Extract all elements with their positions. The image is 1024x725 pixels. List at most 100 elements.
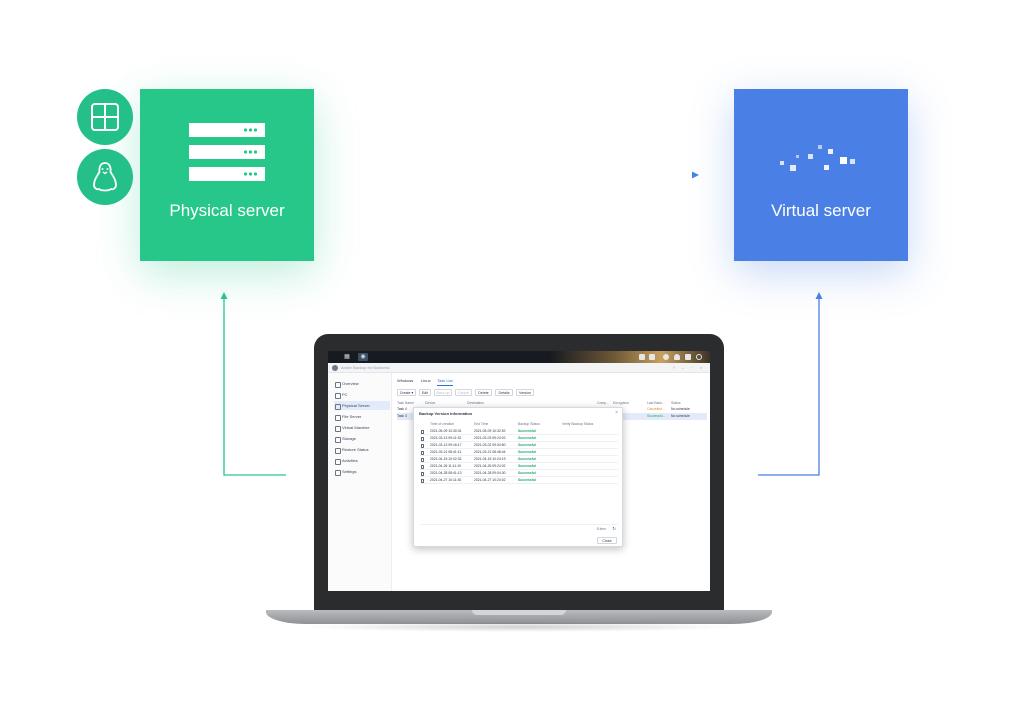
sidebar-item-pc[interactable]: PC <box>334 390 390 399</box>
status-cell: No schedule <box>671 414 690 418</box>
physical-server-label: Physical server <box>169 201 285 220</box>
last-backup-cell: Successfu... <box>647 414 666 418</box>
sidebar-item-virtual-machine[interactable]: Virtual Machine <box>334 423 390 432</box>
version-row[interactable]: 2021-04-26 11:11:10 2021-04-26 09:24:02 … <box>420 463 618 470</box>
version-row[interactable]: 2021-04-27 10:11:30 2021-04-27 10:24:02 … <box>420 477 618 484</box>
search-icon[interactable] <box>696 354 702 360</box>
user-icon[interactable] <box>674 354 680 360</box>
linux-icon <box>93 162 117 192</box>
window-controls[interactable]: ? – ▫ × <box>672 365 705 370</box>
doc-icon[interactable] <box>649 354 655 360</box>
start-time: 2021-03-13 09:16:17 <box>430 443 462 447</box>
laptop-base <box>266 610 772 624</box>
server-icon <box>189 123 265 189</box>
start-time: 2021-03-13 09:11:32 <box>430 436 462 440</box>
sidebar-item-file-server[interactable]: File Server <box>334 412 390 421</box>
sidebar-item-overview[interactable]: Overview <box>334 379 390 388</box>
edit-button[interactable]: Edit <box>419 389 431 396</box>
start-time: 2021-03-21 08:41:11 <box>430 450 462 454</box>
version-button[interactable]: Version <box>516 389 534 396</box>
start-time: 2021-04-28 08:41:13 <box>430 471 462 475</box>
details-button[interactable]: Details <box>495 389 513 396</box>
col-destination[interactable]: Destination <box>467 401 484 405</box>
backup-version-dialog: Backup Version Information × Time of cre… <box>413 407 623 547</box>
version-row[interactable]: 2021-03-13 09:16:17 2021-03-02 09:34:50 … <box>420 442 618 449</box>
main-menu-icon[interactable]: ▦ <box>344 354 350 360</box>
laptop-screen: ▦ ◉ Active Backup for Business ? – ▫ × O… <box>328 351 710 591</box>
version-icon <box>421 478 424 483</box>
end-time: 2021-04-15 10:24:19 <box>474 457 506 461</box>
col-end-time[interactable]: End Time <box>474 422 489 426</box>
backup-status: Successful <box>518 457 536 461</box>
sidebar-item-activities[interactable]: Activities <box>334 456 390 465</box>
col-device[interactable]: Device <box>425 401 436 405</box>
sidebar-item-storage[interactable]: Storage <box>334 434 390 443</box>
sidebar-item-restore-status[interactable]: Restore Status <box>334 445 390 454</box>
end-time: 2021-04-27 10:24:02 <box>474 478 506 482</box>
table-row[interactable]: Task 4 Cancelled ... No schedule <box>397 406 707 413</box>
tab-windows[interactable]: Windows <box>397 378 414 383</box>
dialog-title: Backup Version Information <box>419 411 473 416</box>
app-icon[interactable]: ◉ <box>358 353 368 361</box>
col-task-name[interactable]: Task Name <box>397 401 414 405</box>
col-backup-status[interactable]: Backup Status <box>518 422 540 426</box>
app-window-titlebar: Active Backup for Business ? – ▫ × <box>328 363 710 373</box>
close-icon[interactable]: × <box>615 410 618 416</box>
create-button[interactable]: Create ▾ <box>397 389 416 396</box>
start-time: 2021-04-27 10:11:30 <box>430 478 462 482</box>
end-time: 2021-04-26 09:24:02 <box>474 464 506 468</box>
version-icon <box>421 443 424 448</box>
version-icon <box>421 450 424 455</box>
end-time: 2021-05-09 10:32:52 <box>474 429 506 433</box>
version-row[interactable]: 2021-05-09 10:30:31 2021-05-09 10:32:52 … <box>420 428 618 435</box>
start-time: 2021-04-26 11:11:10 <box>430 464 461 468</box>
last-backup-cell: Cancelled ... <box>647 407 666 411</box>
laptop-to-virtual-arrow <box>758 292 823 476</box>
backup-arrow <box>342 171 699 179</box>
backup-status: Successful <box>518 464 536 468</box>
version-row[interactable]: 2021-03-21 08:41:11 2021-03-21 08:48:44 … <box>420 449 618 456</box>
backup-status: Successful <box>518 443 536 447</box>
task-name-cell: Task 4 <box>397 407 407 411</box>
backup-status: Successful <box>518 450 536 454</box>
box-icon[interactable] <box>685 354 691 360</box>
app-title: Active Backup for Business <box>341 365 390 370</box>
version-row[interactable]: 2021-03-13 09:11:32 2021-03-03 09:24:02 … <box>420 435 618 442</box>
cancel-button[interactable]: Cancel <box>455 389 472 396</box>
sidebar-item-physical-server[interactable]: Physical Server <box>334 401 390 410</box>
col-last-backup[interactable]: Last Back... <box>647 401 665 405</box>
version-row[interactable]: 2021-04-15 10:02:32 2021-04-15 10:24:19 … <box>420 456 618 463</box>
task-name-cell: Task 3 <box>397 414 407 418</box>
status-cell: No schedule <box>671 407 690 411</box>
physical-server-card: Physical server <box>140 89 314 261</box>
col-verify-status[interactable]: Verify Backup Status <box>562 422 594 426</box>
virtual-server-card: Virtual server <box>734 89 908 261</box>
widget-icon[interactable] <box>663 354 669 360</box>
delete-button[interactable]: Delete <box>475 389 492 396</box>
col-time-of-creation[interactable]: Time of creation <box>430 422 455 426</box>
close-button[interactable]: Close <box>597 537 617 544</box>
desktop-topbar: ▦ ◉ <box>328 351 710 363</box>
laptop-notch <box>472 610 566 615</box>
end-time: 2021-03-03 09:24:02 <box>474 436 506 440</box>
col-compression[interactable]: Comp... <box>597 401 609 405</box>
version-icon <box>421 471 424 476</box>
start-time: 2021-04-15 10:02:32 <box>430 457 462 461</box>
sidebar-item-settings[interactable]: Settings <box>334 467 390 476</box>
version-icon <box>421 436 424 441</box>
tab-task-list[interactable]: Task List <box>437 377 453 386</box>
backup-status: Successful <box>518 436 536 440</box>
version-icon <box>421 429 424 434</box>
item-count: 8 item <box>596 527 606 531</box>
tab-linux[interactable]: Linux <box>421 378 431 383</box>
refresh-icon[interactable]: ↻ <box>612 526 616 531</box>
version-icon <box>421 464 424 469</box>
version-row[interactable]: 2021-04-28 08:41:13 2021-04-28 09:04:30 … <box>420 470 618 477</box>
back-up-button[interactable]: Back up <box>434 389 452 396</box>
col-status[interactable]: Status <box>671 401 681 405</box>
backup-status: Successful <box>518 471 536 475</box>
version-icon <box>421 457 424 462</box>
col-encryption[interactable]: Encryption <box>613 401 630 405</box>
file-icon[interactable] <box>639 354 645 360</box>
